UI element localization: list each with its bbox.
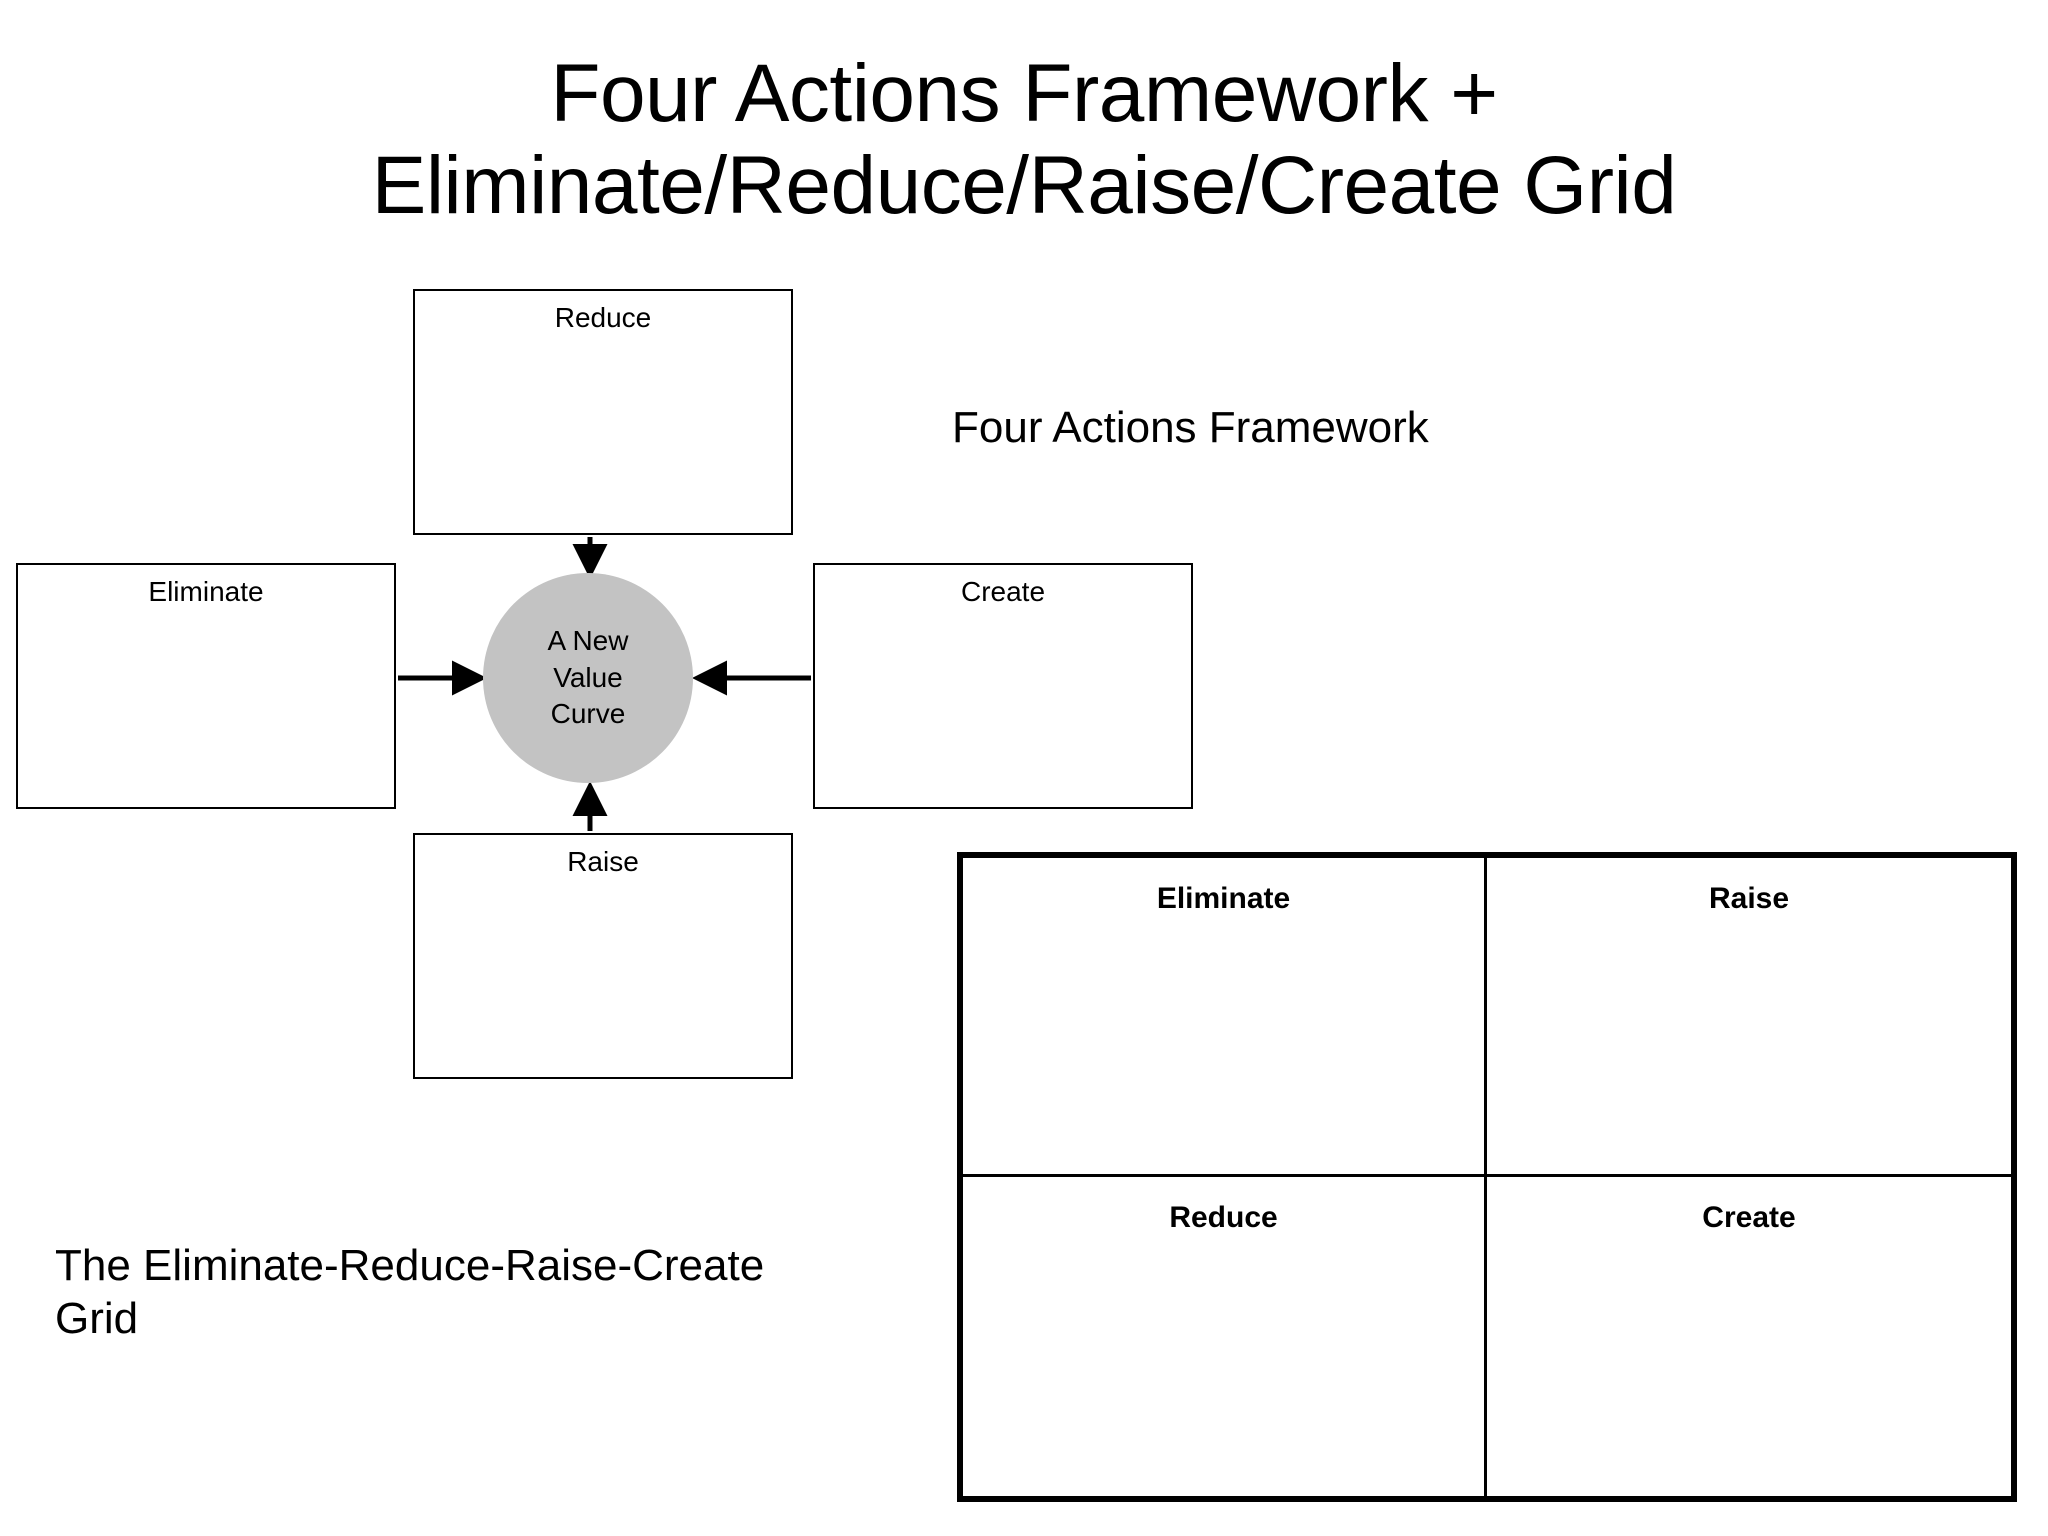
four-actions-box-eliminate-label: Eliminate <box>148 576 264 607</box>
four-actions-box-create-label: Create <box>960 576 1046 607</box>
four-actions-box-raise-label: Raise <box>567 846 639 877</box>
four-actions-box-create[interactable]: Create <box>813 563 1193 809</box>
four-actions-box-eliminate[interactable]: Eliminate <box>16 563 396 809</box>
errc-cell-eliminate[interactable]: Eliminate <box>963 858 1487 1177</box>
errc-grid-caption: The Eliminate-Reduce-Raise-Create Grid <box>55 1241 765 1343</box>
new-value-curve-label: A New Value Curve <box>547 624 629 730</box>
errc-grid: Eliminate Raise Reduce Create <box>957 852 2017 1502</box>
four-actions-box-raise[interactable]: Raise <box>413 833 793 1079</box>
errc-cell-create[interactable]: Create <box>1487 1177 2011 1496</box>
page-title: Four Actions Framework + Eliminate/Reduc… <box>371 48 1677 231</box>
errc-cell-reduce[interactable]: Reduce <box>963 1177 1487 1496</box>
four-actions-framework-caption: Four Actions Framework <box>952 403 1429 452</box>
errc-cell-raise-label: Raise <box>1708 882 1790 915</box>
four-actions-box-reduce[interactable]: Reduce <box>413 289 793 535</box>
four-actions-box-reduce-label: Reduce <box>554 302 652 333</box>
errc-cell-reduce-label: Reduce <box>1169 1201 1278 1234</box>
errc-cell-create-label: Create <box>1702 1201 1796 1234</box>
errc-cell-eliminate-label: Eliminate <box>1156 882 1291 915</box>
errc-cell-raise[interactable]: Raise <box>1487 858 2011 1177</box>
new-value-curve-circle[interactable]: A New Value Curve <box>483 573 693 783</box>
